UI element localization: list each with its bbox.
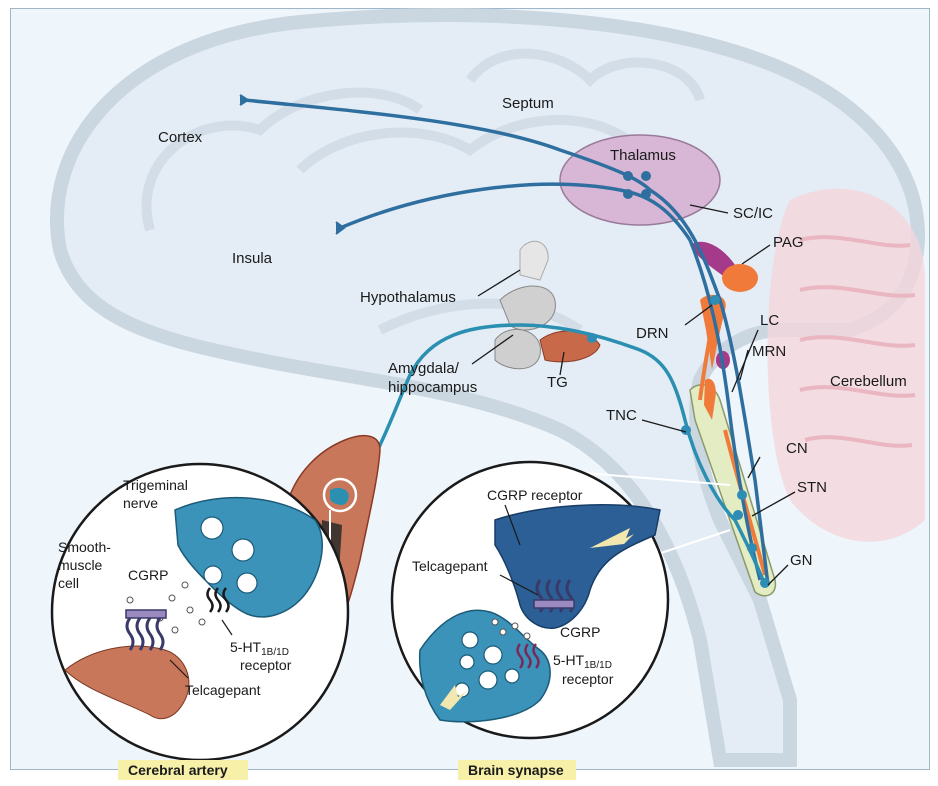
label-tg: TG — [547, 374, 568, 391]
label-mrn: MRN — [752, 343, 786, 360]
label-smooth-line1: Smooth- — [58, 539, 111, 555]
label-trigeminal-line1: Trigeminal — [123, 477, 188, 493]
label-trigeminal-line2: nerve — [123, 495, 158, 511]
label-5ht-left-main: 5-HT — [230, 639, 262, 655]
label-amygdala-line1: Amygdala/ — [388, 360, 460, 377]
label-smooth-line3: cell — [58, 575, 79, 591]
label-insula: Insula — [232, 250, 273, 267]
label-receptor-right: receptor — [562, 671, 614, 687]
label-gn: GN — [790, 552, 813, 569]
label-cortex: Cortex — [158, 129, 203, 146]
label-drn: DRN — [636, 325, 669, 342]
left-inset — [52, 464, 348, 760]
label-receptor-left: receptor — [240, 657, 292, 673]
label-tnc: TNC — [606, 407, 637, 424]
label-smooth-line2: muscle — [58, 557, 103, 573]
label-stn: STN — [797, 479, 827, 496]
label-hypothalamus: Hypothalamus — [360, 289, 456, 306]
label-thalamus: Thalamus — [610, 147, 676, 164]
label-5ht-right-main: 5-HT — [553, 652, 585, 668]
label-cgrp-left: CGRP — [128, 567, 168, 583]
label-telcagepant-left: Telcagepant — [185, 682, 261, 698]
label-septum: Septum — [502, 95, 554, 112]
label-cn: CN — [786, 440, 808, 457]
caption-brain-synapse: Brain synapse — [468, 762, 564, 778]
label-amygdala-line2: hippocampus — [388, 379, 477, 396]
caption-cerebral-artery: Cerebral artery — [128, 762, 228, 778]
label-5ht-right-sub: 1B/1D — [584, 660, 612, 671]
label-sc-ic: SC/IC — [733, 205, 773, 222]
right-inset — [392, 462, 668, 738]
label-cgrp-right: CGRP — [560, 624, 600, 640]
label-cerebellum: Cerebellum — [830, 373, 907, 390]
label-lc: LC — [760, 312, 779, 329]
label-cgrp-receptor: CGRP receptor — [487, 487, 583, 503]
label-pag: PAG — [773, 234, 804, 251]
label-telcagepant-right: Telcagepant — [412, 558, 488, 574]
